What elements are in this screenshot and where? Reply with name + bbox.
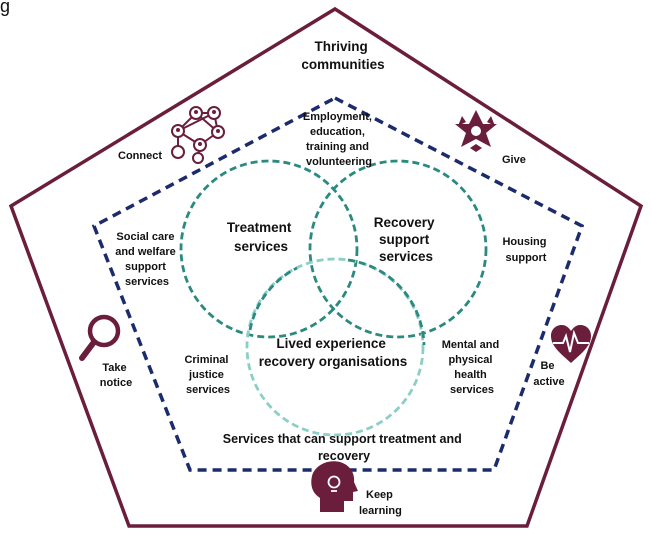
housing-label: Housing support — [502, 236, 549, 264]
be-active-label: Be active — [533, 360, 564, 388]
keep-learning-label: Keep learning — [359, 489, 402, 517]
treatment-label: Treatment services — [227, 220, 295, 254]
employment-label: Employment, education, training and volu… — [303, 111, 375, 168]
header-fragment: g — [0, 0, 10, 16]
outer-title: Thriving communities — [301, 39, 384, 72]
lived-experience-label: Lived experience recovery organisations — [259, 336, 408, 369]
take-notice-label: Take notice — [100, 362, 132, 389]
recovery-support-circle — [308, 159, 488, 339]
social-care-label: Social care and welfare support services — [115, 231, 179, 288]
hands-star-icon — [455, 110, 497, 152]
lived-experience-arc — [347, 258, 426, 346]
services-pentagon — [91, 96, 585, 472]
give-label: Give — [502, 154, 526, 166]
recovery-support-label: Recovery support services — [374, 215, 439, 264]
criminal-justice-label: Criminal justice services — [184, 354, 231, 396]
lived-experience-arc-left — [248, 266, 298, 331]
magnifier-icon — [79, 314, 121, 361]
outer-pentagon — [8, 6, 644, 528]
lived-experience-circle — [245, 257, 425, 437]
services-footer-label: Services that can support treatment and … — [223, 432, 465, 463]
treatment-circle — [179, 159, 359, 339]
mental-physical-label: Mental and physical health services — [442, 339, 503, 396]
head-lightbulb-icon — [311, 461, 358, 512]
network-icon — [171, 106, 225, 164]
connect-label: Connect — [118, 150, 162, 162]
heart-pulse-icon — [551, 325, 591, 363]
